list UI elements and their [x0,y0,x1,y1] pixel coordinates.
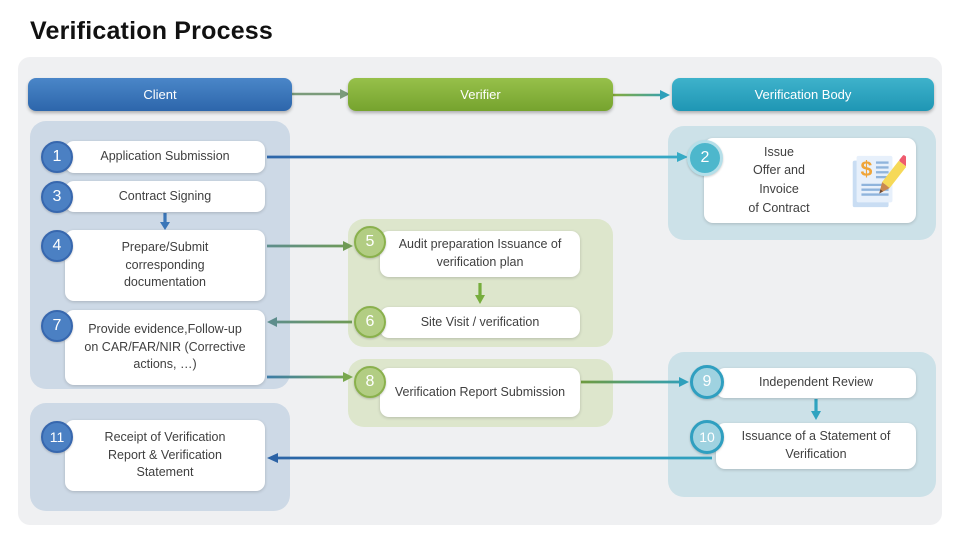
step-number-1: 1 [41,141,73,173]
step-number-11: 11 [41,421,73,453]
step-label: Audit preparation Issuance of verificati… [398,237,562,269]
step-number-6: 6 [354,306,386,338]
step-label: Issuance of a Statement of Verification [741,429,891,461]
step-label: Independent Review [759,375,873,390]
step-8-verification-report-submission: Verification Report Submission [380,368,580,417]
step-number-8: 8 [354,366,386,398]
svg-text:$: $ [860,157,872,181]
step-number-7: 7 [41,310,73,342]
step-11-receipt-of-report: Receipt of Verification Report & Verific… [65,420,265,491]
step-label: Verification Report Submission [394,384,566,399]
step-label: Provide evidence,Follow-up on CAR/FAR/NI… [84,321,246,372]
step-number-9: 9 [690,365,724,399]
step-number-10: 10 [690,420,724,454]
step-number-2: 2 [687,140,723,176]
lane-header-verifier: Verifier [348,78,613,111]
invoice-pencil-icon: $ [852,154,906,207]
step-7-provide-evidence: Provide evidence,Follow-up on CAR/FAR/NI… [65,310,265,385]
step-5-audit-preparation: Audit preparation Issuance of verificati… [380,231,580,277]
step-number-4: 4 [41,230,73,262]
step-label: Contract Signing [118,188,212,203]
step-6-site-visit: Site Visit / verification [380,307,580,338]
step-1-application-submission: Application Submission [65,141,265,173]
step-4-prepare-submit-documentation: Prepare/Submit corresponding documentati… [65,230,265,301]
step-3-contract-signing: Contract Signing [65,181,265,212]
step-label: Prepare/Submit corresponding documentati… [121,239,209,290]
lane-header-verification-body: Verification Body [672,78,934,111]
step-2-issue-offer-invoice: Issue Offer and Invoice of Contract $ [704,138,916,223]
step-9-independent-review: Independent Review [716,368,916,398]
page-title: Verification Process [30,17,274,45]
step-label: Application Submission [100,149,230,164]
step-number-3: 3 [41,181,73,213]
step-label: Issue Offer and Invoice of Contract [748,144,810,215]
step-10-issuance-of-statement: Issuance of a Statement of Verification [716,423,916,469]
lane-header-client: Client [28,78,292,111]
step-number-5: 5 [354,226,386,258]
step-label: Receipt of Verification Report & Verific… [104,429,226,480]
step-label: Site Visit / verification [420,314,540,329]
